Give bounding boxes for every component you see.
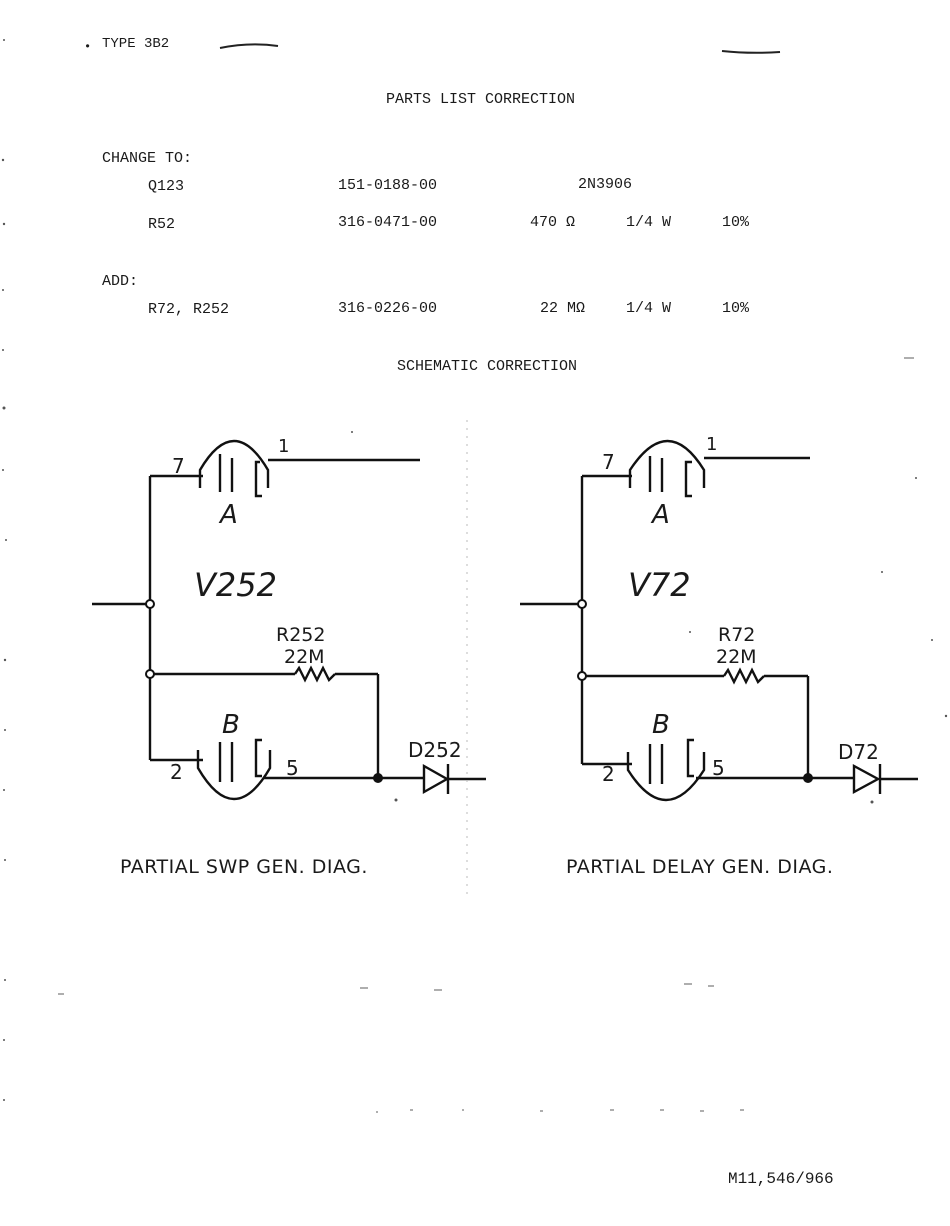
change-row-part-no: 151-0188-00 <box>338 177 437 194</box>
left-tube-label: V252 <box>194 566 277 604</box>
right-diode-ref: D72 <box>838 740 879 764</box>
document-number: M11,546/966 <box>728 1170 834 1188</box>
add-row-tolerance: 10% <box>722 300 749 317</box>
right-caption: PARTIAL DELAY GEN. DIAG. <box>566 856 833 878</box>
right-section-b: B <box>652 710 670 740</box>
change-heading: CHANGE TO: <box>102 150 192 167</box>
right-pin-7: 7 <box>602 450 615 474</box>
left-resistor-ref: R252 <box>276 624 325 646</box>
change-row-tolerance: 10% <box>722 214 749 231</box>
type-label: TYPE 3B2 <box>102 36 169 52</box>
add-row-value: 22 MΩ <box>540 300 585 317</box>
change-row-value: 470 Ω <box>530 214 575 231</box>
right-section-a: A <box>652 500 670 530</box>
right-pin-2: 2 <box>602 762 615 786</box>
left-pin-5: 5 <box>286 756 299 780</box>
change-row-value: 2N3906 <box>578 176 632 193</box>
left-section-b: B <box>222 710 240 740</box>
right-tube-label: V72 <box>628 566 691 604</box>
parts-list-title: PARTS LIST CORRECTION <box>386 91 575 108</box>
schematic-title: SCHEMATIC CORRECTION <box>397 358 577 375</box>
add-row-ref: R72, R252 <box>148 301 229 318</box>
left-diode-ref: D252 <box>408 738 462 762</box>
change-row-ref: Q123 <box>148 178 184 195</box>
left-pin-7: 7 <box>172 454 185 478</box>
bullet-mark: • <box>84 40 91 54</box>
change-row-power: 1/4 W <box>626 214 671 231</box>
add-heading: ADD: <box>102 273 138 290</box>
left-pin-1: 1 <box>278 436 289 457</box>
add-row-power: 1/4 W <box>626 300 671 317</box>
change-row-ref: R52 <box>148 216 175 233</box>
left-resistor-value: 22M <box>284 646 325 668</box>
left-section-a: A <box>220 500 238 530</box>
right-pin-1: 1 <box>706 434 717 455</box>
right-pin-5: 5 <box>712 756 725 780</box>
left-caption: PARTIAL SWP GEN. DIAG. <box>120 856 368 878</box>
right-resistor-ref: R72 <box>718 624 755 646</box>
left-pin-2: 2 <box>170 760 183 784</box>
right-resistor-value: 22M <box>716 646 757 668</box>
add-row-part-no: 316-0226-00 <box>338 300 437 317</box>
change-row-part-no: 316-0471-00 <box>338 214 437 231</box>
